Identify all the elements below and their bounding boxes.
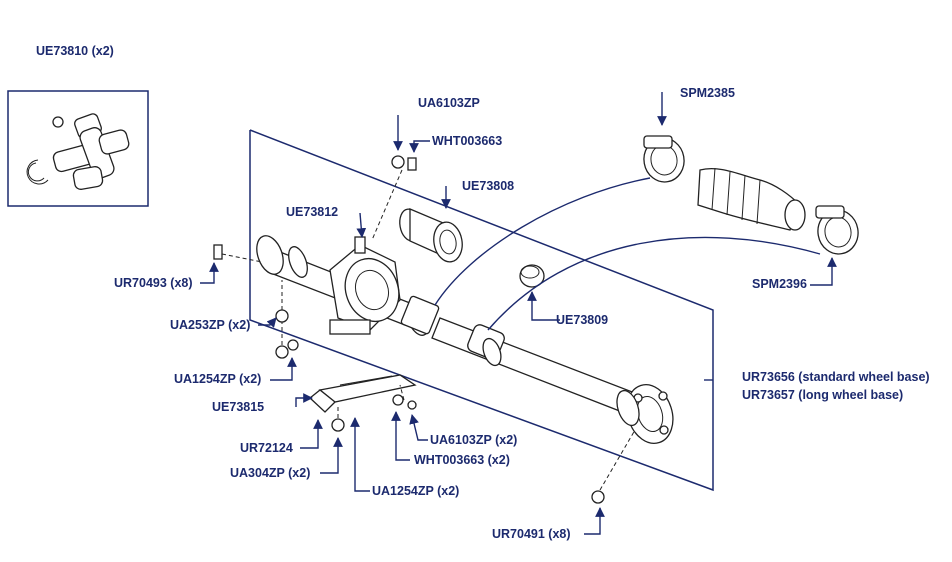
- label-ur73657: UR73657 (long wheel base): [742, 388, 904, 402]
- label-wht003663-x2: WHT003663 (x2): [414, 453, 510, 467]
- label-ua253zp: UA253ZP (x2): [170, 318, 251, 332]
- label-wht003663-top: WHT003663: [432, 134, 503, 148]
- leader-arrows: [200, 92, 837, 535]
- centre-bearing: [329, 236, 401, 335]
- sleeve-part: [399, 208, 463, 263]
- mounting-bracket: [309, 374, 417, 432]
- label-ue73810: UE73810 (x2): [36, 44, 114, 58]
- spm2396-curve: [487, 236, 821, 331]
- cap-part: [519, 264, 545, 288]
- gaiter-assembly: [643, 135, 859, 255]
- label-ur72124: UR72124: [240, 441, 293, 455]
- label-ur70493: UR70493 (x8): [114, 276, 193, 290]
- universal-joint-inset: [7, 90, 149, 207]
- label-ur73656: UR73656 (standard wheel base): [742, 370, 930, 384]
- alignment-lines: [221, 169, 636, 491]
- label-spm2385: SPM2385: [680, 86, 735, 100]
- label-ua6103zp-x2: UA6103ZP (x2): [430, 433, 518, 447]
- label-ue73809: UE73809: [556, 313, 609, 327]
- label-ur70491: UR70491 (x8): [492, 527, 571, 541]
- small-hardware: [213, 155, 605, 504]
- label-ua304zp: UA304ZP (x2): [230, 466, 311, 480]
- spm2385-curve: [434, 177, 651, 306]
- label-ua6103zp-top: UA6103ZP: [418, 96, 480, 110]
- assembly-frame: [249, 129, 714, 492]
- label-ue73815: UE73815: [212, 400, 265, 414]
- label-ua1254zp-left: UA1254ZP (x2): [174, 372, 262, 386]
- label-spm2396: SPM2396: [752, 277, 807, 291]
- label-ua1254zp-bottom: UA1254ZP (x2): [372, 484, 460, 498]
- label-ue73808: UE73808: [462, 179, 515, 193]
- label-ue73812: UE73812: [286, 205, 339, 219]
- propeller-shaft: [256, 235, 674, 444]
